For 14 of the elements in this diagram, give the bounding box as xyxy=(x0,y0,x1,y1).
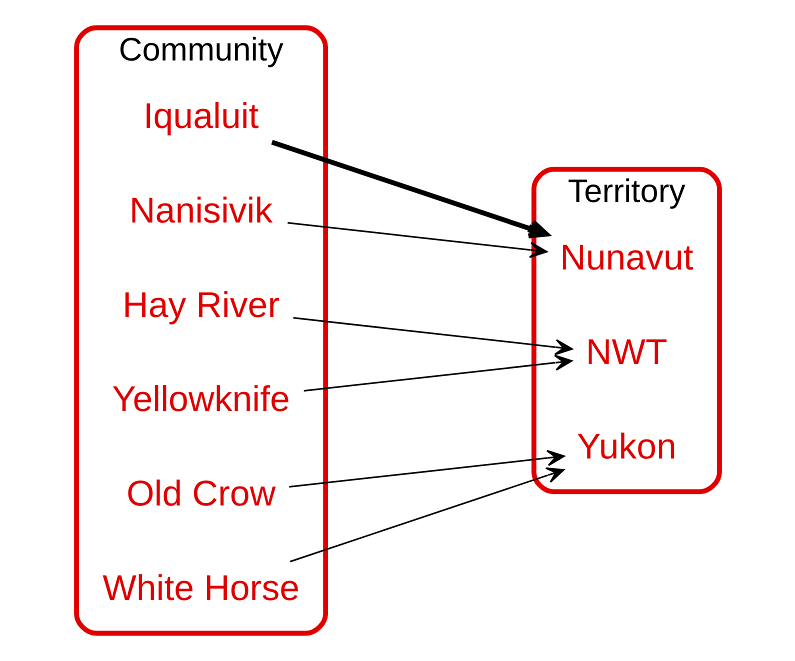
node-text: Iqualuit xyxy=(142,96,258,136)
node-text: White Horse xyxy=(102,568,300,608)
node-text: Hay River xyxy=(122,284,280,325)
arrow xyxy=(287,222,547,258)
arrow xyxy=(292,317,572,356)
node-text: Nanisivik xyxy=(128,190,272,230)
arrow xyxy=(289,467,564,562)
node-text: Yukon xyxy=(576,426,676,466)
node-text: NWT xyxy=(585,332,667,372)
arrow xyxy=(303,354,572,392)
node-text: Old Crow xyxy=(126,474,276,514)
node-text: Yellowknife xyxy=(112,379,290,420)
node-text: Nunavut xyxy=(560,238,693,278)
arrow xyxy=(288,450,564,488)
